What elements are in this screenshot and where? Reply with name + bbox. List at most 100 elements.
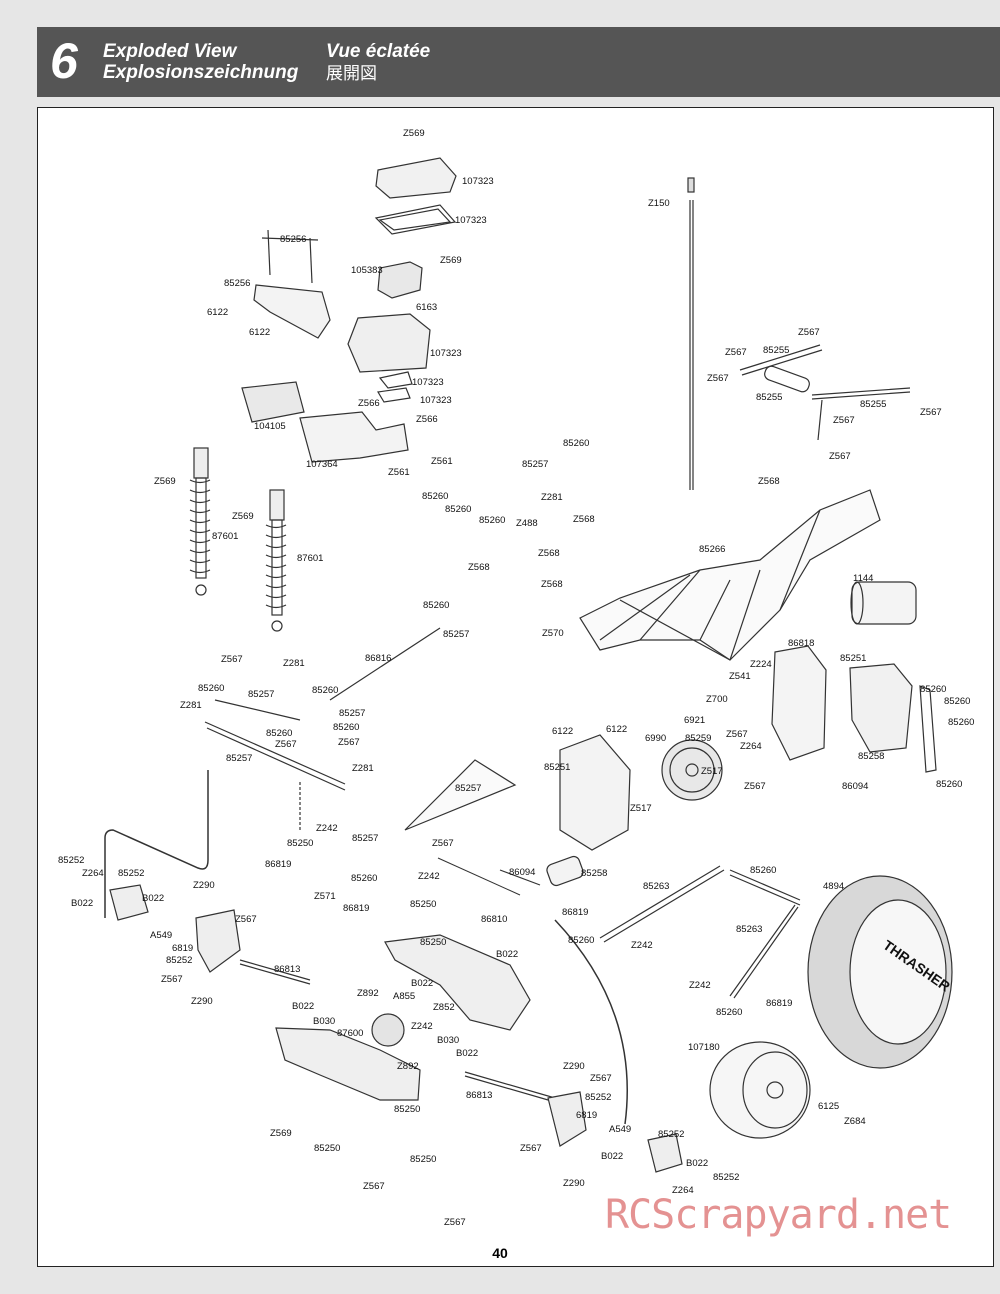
- part-label-z281: Z281: [541, 492, 563, 503]
- part-label-z242: Z242: [418, 871, 440, 882]
- part-label-85260: 85260: [312, 685, 338, 696]
- part-label-85251: 85251: [840, 653, 866, 664]
- part-label-a855: A855: [393, 991, 415, 1002]
- part-label-85250: 85250: [410, 899, 436, 910]
- part-label-4894: 4894: [823, 881, 844, 892]
- gear-cover: [559, 734, 631, 851]
- part-label-b022: B022: [292, 1001, 314, 1012]
- title-german: Explosionszeichnung: [103, 62, 299, 83]
- wheel: [709, 1041, 811, 1139]
- part-label-85260: 85260: [479, 515, 505, 526]
- part-label-z290: Z290: [193, 880, 215, 891]
- part-label-85250: 85250: [420, 937, 446, 948]
- part-label-6163: 6163: [416, 302, 437, 313]
- part-label-85252: 85252: [585, 1092, 611, 1103]
- part-label-85252: 85252: [58, 855, 84, 866]
- part-label-z567: Z567: [221, 654, 243, 665]
- part-label-87601: 87601: [212, 531, 238, 542]
- part-label-85263: 85263: [643, 881, 669, 892]
- part-label-86810: 86810: [481, 914, 507, 925]
- part-label-85252: 85252: [658, 1129, 684, 1140]
- part-label-85252: 85252: [118, 868, 144, 879]
- part-label-85255: 85255: [860, 399, 886, 410]
- part-label-85256: 85256: [280, 234, 306, 245]
- title-french: Vue éclatée: [326, 41, 431, 62]
- part-label-z567: Z567: [833, 415, 855, 426]
- part-label-b030: B030: [313, 1016, 335, 1027]
- part-label-z567: Z567: [161, 974, 183, 985]
- part-label-z242: Z242: [316, 823, 338, 834]
- part-label-z517: Z517: [701, 766, 723, 777]
- part-label-z567: Z567: [726, 729, 748, 740]
- part-label-z568: Z568: [538, 548, 560, 559]
- part-label-85255: 85255: [763, 345, 789, 356]
- part-label-86819: 86819: [343, 903, 369, 914]
- chassis-brace: [579, 489, 881, 661]
- part-label-z567: Z567: [707, 373, 729, 384]
- part-label-86816: 86816: [365, 653, 391, 664]
- part-label-85260: 85260: [333, 722, 359, 733]
- part-label-85250: 85250: [287, 838, 313, 849]
- part-label-z561: Z561: [431, 456, 453, 467]
- part-label-86813: 86813: [466, 1090, 492, 1101]
- receiver-lid: [375, 157, 457, 199]
- part-label-z892: Z892: [397, 1061, 419, 1072]
- part-label-107323: 107323: [420, 395, 452, 406]
- part-label-z569: Z569: [270, 1128, 292, 1139]
- part-label-85260: 85260: [948, 717, 974, 728]
- part-label-a549: A549: [609, 1124, 631, 1135]
- part-label-z566: Z566: [416, 414, 438, 425]
- part-label-85260: 85260: [920, 684, 946, 695]
- part-label-z488: Z488: [516, 518, 538, 529]
- part-label-z566: Z566: [358, 398, 380, 409]
- part-label-85250: 85250: [394, 1104, 420, 1115]
- part-label-6819: 6819: [172, 943, 193, 954]
- part-label-6122: 6122: [249, 327, 270, 338]
- part-label-6122: 6122: [207, 307, 228, 318]
- part-label-b022: B022: [496, 949, 518, 960]
- part-label-6125: 6125: [818, 1101, 839, 1112]
- part-label-z567: Z567: [275, 739, 297, 750]
- part-label-z568: Z568: [573, 514, 595, 525]
- part-labels: Z569 107323 107323 Z569 105383 85256 852…: [58, 128, 974, 1228]
- title-japanese: 展開図: [326, 64, 377, 84]
- part-label-b022: B022: [71, 898, 93, 909]
- part-label-85257: 85257: [226, 753, 252, 764]
- part-label-z567: Z567: [590, 1073, 612, 1084]
- part-label-b022: B022: [686, 1158, 708, 1169]
- receiver: [377, 261, 423, 299]
- part-label-107180: 107180: [688, 1042, 720, 1053]
- spur-gear: [661, 739, 723, 801]
- part-label-85260: 85260: [423, 600, 449, 611]
- title-english: Exploded View: [103, 41, 237, 62]
- part-label-z852: Z852: [433, 1002, 455, 1013]
- part-label-z567: Z567: [235, 914, 257, 925]
- shock-left: [189, 447, 211, 596]
- part-label-b022: B022: [411, 978, 433, 989]
- part-label-107323: 107323: [455, 215, 487, 226]
- part-label-6819: 6819: [576, 1110, 597, 1121]
- part-label-z568: Z568: [541, 579, 563, 590]
- part-label-z567: Z567: [363, 1181, 385, 1192]
- part-label-85257: 85257: [443, 629, 469, 640]
- part-label-107323: 107323: [412, 377, 444, 388]
- part-label-z700: Z700: [706, 694, 728, 705]
- part-label-z264: Z264: [672, 1185, 694, 1196]
- part-label-6990: 6990: [645, 733, 666, 744]
- part-label-85257: 85257: [522, 459, 548, 470]
- part-label-85257: 85257: [455, 783, 481, 794]
- part-label-85255: 85255: [756, 392, 782, 403]
- part-label-87601: 87601: [297, 553, 323, 564]
- part-label-86813: 86813: [274, 964, 300, 975]
- part-label-z290: Z290: [563, 1061, 585, 1072]
- part-label-85260: 85260: [563, 438, 589, 449]
- part-label-85250: 85250: [314, 1143, 340, 1154]
- page-number: 40: [492, 1245, 508, 1261]
- part-label-z224: Z224: [750, 659, 772, 670]
- part-label-z541: Z541: [729, 671, 751, 682]
- front-axle-housing: [384, 934, 531, 1031]
- part-label-85260: 85260: [351, 873, 377, 884]
- part-label-85260: 85260: [422, 491, 448, 502]
- part-label-z569: Z569: [232, 511, 254, 522]
- part-label-85257: 85257: [352, 833, 378, 844]
